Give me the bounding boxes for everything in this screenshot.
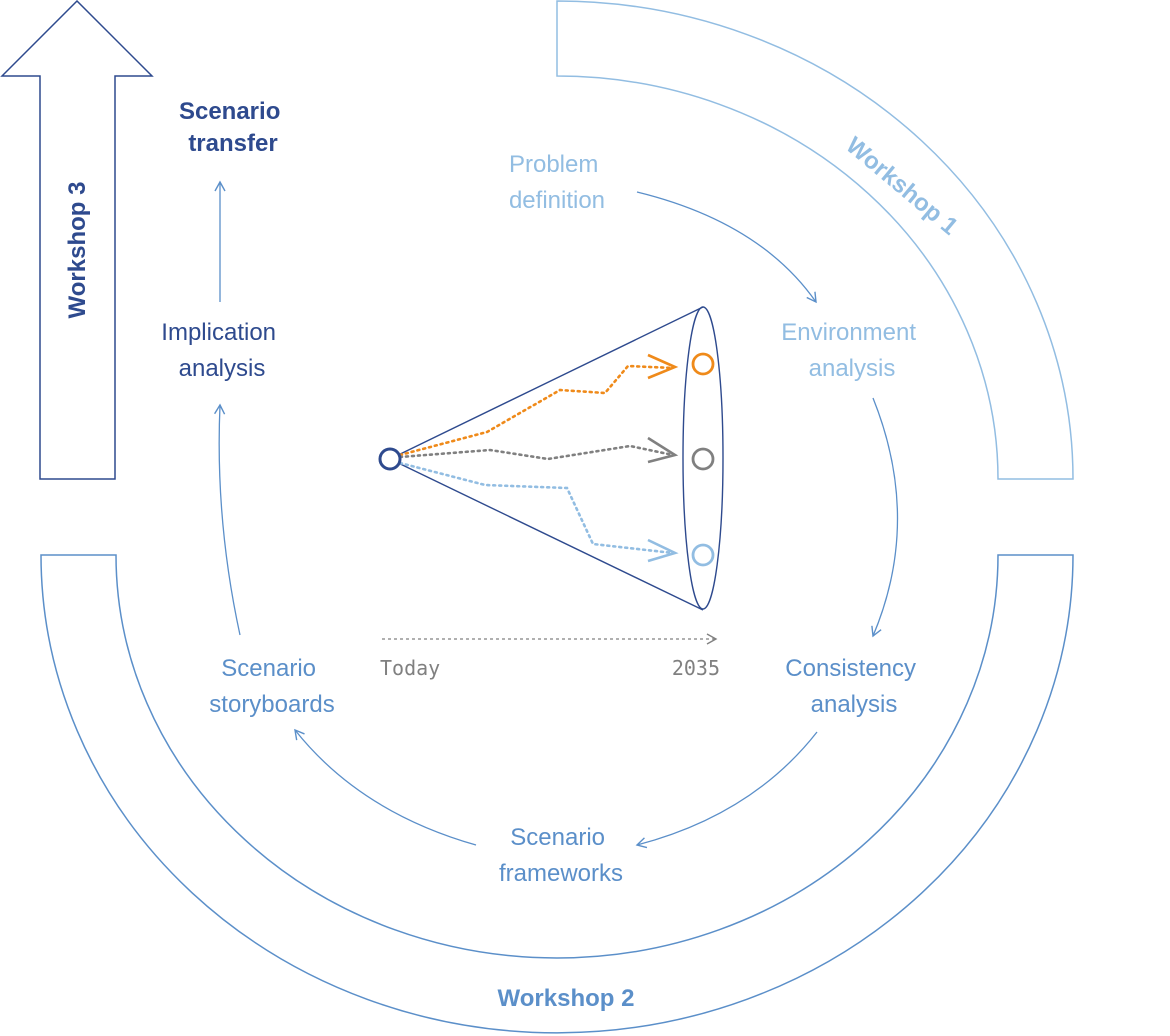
gray-scenario-path: [398, 444, 675, 461]
problem-definition-label: Problem definition: [509, 151, 605, 214]
environment-analysis-label: Environment analysis: [781, 319, 922, 382]
workshop-1-band: [556, 0, 1074, 480]
workshop-2-label: Workshop 2: [498, 985, 635, 1012]
scenario-funnel: [389, 306, 704, 611]
light-blue-scenario-endpoint: [691, 543, 715, 567]
scenario-frameworks-label: Scenario frameworks: [499, 824, 623, 887]
workshop-3-arrow: [0, 0, 154, 480]
scenario-transfer-label: Scenario transfer: [179, 98, 287, 157]
light-blue-scenario-path: [398, 461, 675, 555]
arrow-consistency-to-frameworks: [635, 731, 818, 849]
implication-analysis-label: Implication analysis: [161, 319, 282, 382]
workshop-3-label: Workshop 3: [64, 182, 91, 319]
timeline-start-label: Today: [380, 656, 440, 680]
start-point: [378, 447, 402, 471]
consistency-analysis-label: Consistency analysis: [785, 655, 922, 718]
arrow-problem-to-environment: [636, 191, 817, 304]
light-blue-scenario-arrowhead: [647, 538, 679, 563]
arrow-environment-to-consistency: [871, 397, 899, 638]
timeline-end-label: 2035: [672, 656, 720, 680]
arrow-frameworks-to-storyboards: [294, 728, 477, 846]
arrow-storyboards-to-implication: [214, 403, 241, 636]
workshop-2-band: [40, 554, 1074, 1034]
gray-scenario-endpoint: [691, 447, 715, 471]
scenario-storyboards-label: Scenario storyboards: [209, 655, 334, 718]
gray-scenario-arrowhead: [647, 436, 679, 464]
orange-scenario-path: [398, 364, 675, 457]
funnel-end-ellipse: [682, 306, 724, 610]
orange-scenario-endpoint: [691, 352, 715, 376]
orange-scenario-arrowhead: [647, 353, 679, 380]
